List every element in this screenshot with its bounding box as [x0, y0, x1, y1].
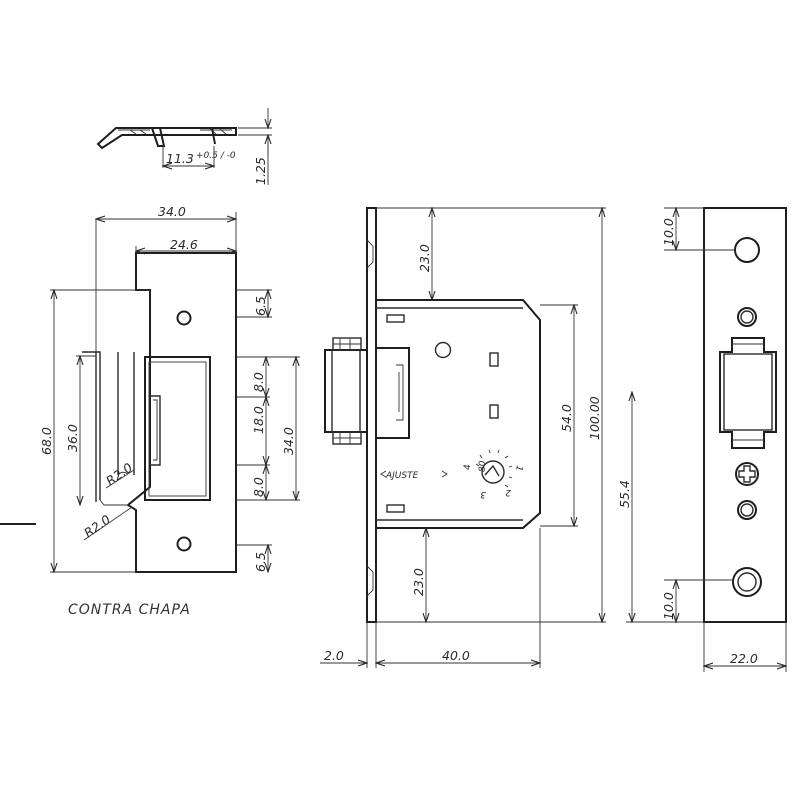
- lock-bottom-offset: 23.0: [411, 568, 426, 596]
- faceplate-upper-ring: [737, 307, 757, 327]
- lock-faceplate-thickness: 2.0: [324, 648, 344, 663]
- strike-window-total: 34.0: [281, 427, 296, 455]
- faceplate-lower-ring: [737, 500, 757, 520]
- faceplate-top-hole-dim: 10.0: [661, 218, 676, 246]
- lock-body: AJUSTE 80 1 2 3 4 23.0 23.0 54.0 100: [320, 207, 606, 668]
- dial-center-label: 80: [478, 460, 488, 472]
- lock-backset: 40.0: [442, 648, 470, 663]
- lock-faceplate-height: 100.00: [587, 396, 602, 440]
- strike-side-profile: 11.3 +0.5 / -0 1.25: [96, 108, 272, 185]
- strike-plate: 34.0 24.6 68.0 36.0 R2.0 R2.0 6.5 6.5: [39, 204, 300, 618]
- strike-plate-caption: CONTRA CHAPA: [68, 602, 191, 618]
- strike-width-total: 34.0: [158, 204, 186, 219]
- faceplate-top-hole: [734, 237, 760, 263]
- lock-case-height: 54.0: [559, 404, 574, 432]
- strike-radius-upper: R2.0: [103, 460, 135, 489]
- strike-top-hole: [176, 310, 192, 326]
- faceplate-bottom-hole: [732, 567, 762, 597]
- strike-width-upper: 24.6: [170, 237, 198, 252]
- dial-mark-4: 4: [463, 464, 473, 470]
- profile-thickness-label: 1.25: [253, 157, 268, 185]
- strike-window-middle: 18.0: [251, 406, 266, 434]
- adjust-dial: 80 1 2 3 4: [463, 449, 524, 499]
- strike-height-total: 68.0: [39, 427, 54, 455]
- strike-hole-top-offset: 6.5: [253, 296, 268, 316]
- profile-tolerance-label: +0.5 / -0: [196, 151, 236, 161]
- dial-mark-3: 3: [480, 489, 486, 499]
- faceplate-screw: [735, 462, 759, 486]
- profile-width-label: 11.3: [166, 151, 194, 166]
- strike-bottom-hole: [176, 536, 192, 552]
- strike-lip-height: 36.0: [65, 424, 80, 452]
- faceplate-center-height: 55.4: [617, 480, 632, 508]
- strike-radius-lower: R2.0: [81, 512, 113, 541]
- dial-mark-2: 2: [505, 487, 511, 497]
- faceplate-width: 22.0: [730, 651, 758, 666]
- adjust-label: AJUSTE: [385, 471, 419, 481]
- dial-mark-1: 1: [513, 464, 524, 471]
- strike-window-bottom: 8.0: [251, 477, 266, 497]
- faceplate-bottom-hole-dim: 10.0: [661, 592, 676, 620]
- lock-top-offset: 23.0: [417, 244, 432, 272]
- strike-window-top: 8.0: [251, 372, 266, 392]
- strike-hole-bottom-offset: 6.5: [253, 552, 268, 572]
- faceplate-front: 10.0 10.0 55.4 22.0: [617, 207, 787, 672]
